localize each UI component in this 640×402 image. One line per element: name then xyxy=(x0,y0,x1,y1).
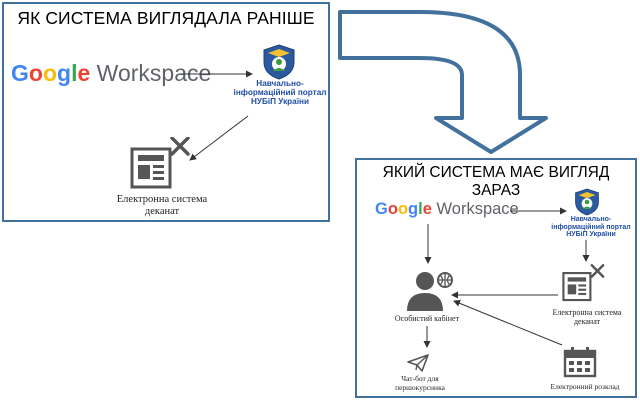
panel-after: ЯКИЙ СИСТЕМА МАЄ ВИГЛЯД ЗАРАЗ Google Wor… xyxy=(355,158,637,398)
telegram-plane-icon xyxy=(407,354,429,372)
portal-label-line3: НУБіП України xyxy=(566,231,616,239)
personal-cabinet-label: Особистий кабінет xyxy=(394,314,460,323)
google-workspace-logo: Google Workspace xyxy=(375,200,519,219)
panel-after-title: ЯКИЙ СИСТЕМА МАЄ ВИГЛЯД ЗАРАЗ xyxy=(382,164,610,199)
personal-cabinet-icon xyxy=(405,268,455,312)
chatbot-label-line2: першокурсника xyxy=(395,382,445,392)
portal-label-line3: НУБіП України xyxy=(250,97,310,107)
google-wordmark: Google xyxy=(11,60,91,86)
arrow-schedule-to-cabinet xyxy=(453,300,563,346)
workspace-word: Workspace xyxy=(436,200,519,218)
chatbot-label-line1: Чат-бот для xyxy=(401,374,439,383)
portal-label-line1: Навчально- xyxy=(570,216,612,223)
schedule-label: Електронний розклад xyxy=(550,382,620,391)
portal-label-line2: інформаційний портал xyxy=(233,88,327,98)
google-wordmark: Google xyxy=(375,200,432,218)
google-workspace-logo: Google Workspace xyxy=(11,60,211,87)
dean-system-label-line1: Електронна система xyxy=(116,194,208,205)
panel-before-title: ЯК СИСТЕМА ВИГЛЯДАЛА РАНІШЕ xyxy=(17,8,315,28)
dean-system-label-line2: деканат xyxy=(573,317,601,327)
calendar-icon xyxy=(563,346,597,378)
dean-system-icon xyxy=(130,137,192,189)
dean-system-label-line1: Електронна система xyxy=(552,308,622,317)
dean-system-label-line2: деканат xyxy=(144,206,180,218)
portal-label: Навчально- інформаційний портал НУБіП Ук… xyxy=(226,79,334,106)
dean-system-label: Електронна система деканат xyxy=(92,194,232,218)
nubip-emblem-icon xyxy=(574,188,600,216)
arrow-portal-to-dean xyxy=(189,115,249,161)
nubip-emblem-icon xyxy=(262,44,296,80)
dean-system-icon xyxy=(562,263,606,303)
portal-label-line1: Навчально- xyxy=(256,79,304,88)
dean-system-label: Електронна система деканат xyxy=(541,308,633,326)
portal-label-line2: інформаційний портал xyxy=(551,223,631,231)
chatbot-label: Чат-бот для першокурсника xyxy=(375,374,465,392)
workspace-word: Workspace xyxy=(96,60,212,86)
panel-before: ЯК СИСТЕМА ВИГЛЯДАЛА РАНІШЕ Google Works… xyxy=(2,2,330,222)
portal-label: Навчально- інформаційний портал НУБіП Ук… xyxy=(545,216,637,239)
